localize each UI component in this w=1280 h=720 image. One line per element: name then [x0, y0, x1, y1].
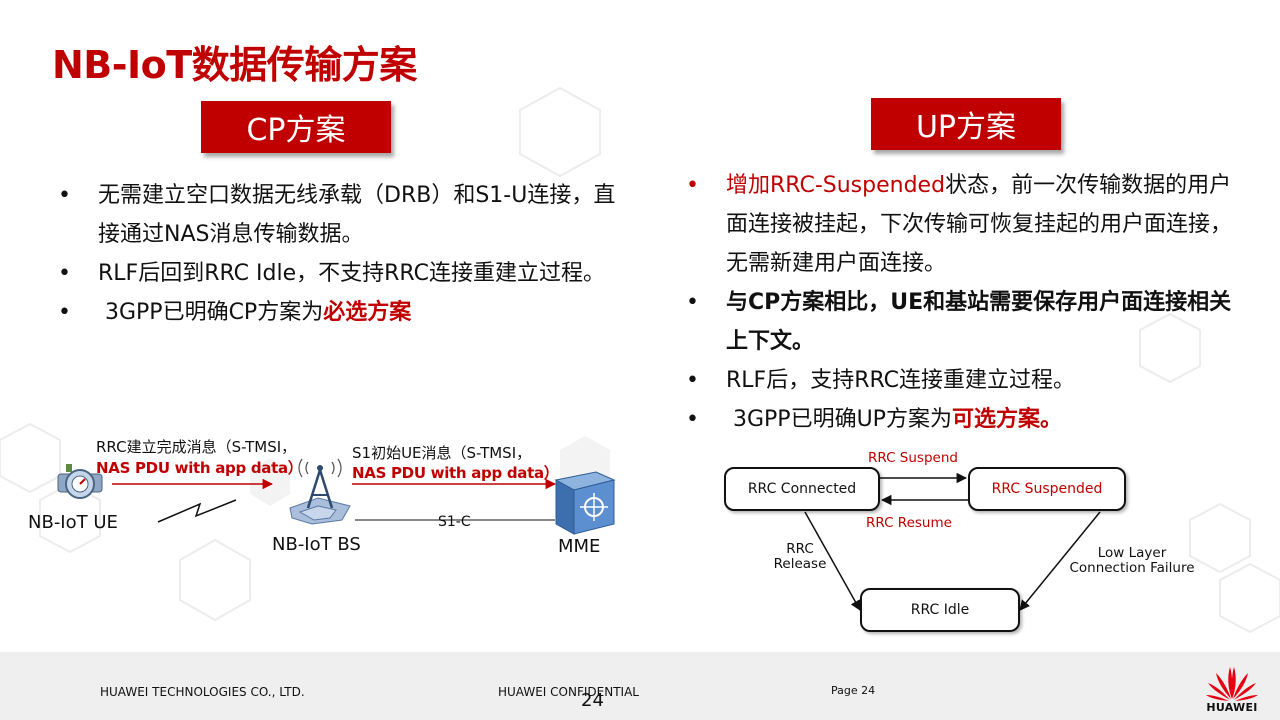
- s1c-interface-label: S1-C: [438, 514, 471, 530]
- rrc-setup-msg-line1: RRC建立完成消息（S-TMSI，: [96, 438, 297, 456]
- mme-server-icon: [554, 471, 616, 535]
- base-station-icon: [289, 458, 351, 525]
- slide-title: NB-IoT数据传输方案: [52, 43, 417, 87]
- footer-page: Page 24: [831, 684, 876, 697]
- slide-footer: [0, 652, 1280, 720]
- page-number: 24: [581, 690, 604, 711]
- rrc-suspend-transition: RRC Suspend: [868, 450, 958, 466]
- huawei-logo-text: HUAWEI: [1206, 701, 1258, 714]
- mme-label: MME: [558, 536, 601, 557]
- nb-iot-bs-label: NB-IoT BS: [272, 534, 361, 555]
- rrc-connected-state: RRC Connected: [724, 467, 880, 511]
- cp-bullet-1: •无需建立空口数据无线承载（DRB）和S1-U连接，直接通过NAS消息传输数据。: [58, 183, 616, 247]
- up-bullet-4: • 3GPP已明确UP方案为可选方案。: [686, 407, 1062, 432]
- rrc-suspended-highlight: 增加RRC-Suspended: [726, 173, 946, 198]
- rrc-resume-transition: RRC Resume: [866, 515, 952, 531]
- network-diagram: [57, 458, 616, 535]
- rrc-release-transition: RRC Release: [773, 541, 827, 572]
- up-bullet-2: •与CP方案相比，UE和基站需要保存用户面连接相关上下文。: [686, 290, 1232, 354]
- nb-iot-ue-label: NB-IoT UE: [28, 512, 118, 533]
- footer-confidential: HUAWEI CONFIDENTIAL: [498, 685, 639, 699]
- s1-initial-msg-line2: NAS PDU with app data）: [352, 464, 559, 482]
- cp-scheme-tag: CP方案: [201, 101, 391, 153]
- rrc-suspended-state: RRC Suspended: [968, 467, 1126, 511]
- up-bullet-list: •增加RRC-Suspended状态，前一次传输数据的用户面连接被挂起，下次传输…: [686, 166, 1236, 439]
- rrc-setup-msg-line2: NAS PDU with app data）: [96, 459, 303, 477]
- low-layer-failure-transition: Low Layer Connection Failure: [1069, 545, 1195, 576]
- rrc-state-diagram: [804, 472, 1101, 611]
- cp-bullet-list: •无需建立空口数据无线承载（DRB）和S1-U连接，直接通过NAS消息传输数据。…: [58, 176, 618, 332]
- footer-company: HUAWEI TECHNOLOGIES CO., LTD.: [100, 685, 305, 699]
- up-optional-highlight: 可选方案。: [951, 407, 1062, 432]
- cp-bullet-3: • 3GPP已明确CP方案为必选方案: [58, 300, 412, 325]
- water-meter-icon: [57, 464, 103, 499]
- cp-bullet-2: •RLF后回到RRC Idle，不支持RRC连接重建立过程。: [58, 261, 605, 286]
- cp-mandatory-highlight: 必选方案: [323, 300, 412, 325]
- s1-initial-msg-line1: S1初始UE消息（S-TMSI，: [352, 444, 532, 462]
- huawei-logo-icon: [1206, 667, 1258, 701]
- up-bullet-3: •RLF后，支持RRC连接重建立过程。: [686, 368, 1076, 393]
- up-scheme-tag: UP方案: [871, 98, 1061, 150]
- up-bullet-1: •增加RRC-Suspended状态，前一次传输数据的用户面连接被挂起，下次传输…: [686, 173, 1233, 276]
- rrc-idle-state: RRC Idle: [860, 588, 1020, 632]
